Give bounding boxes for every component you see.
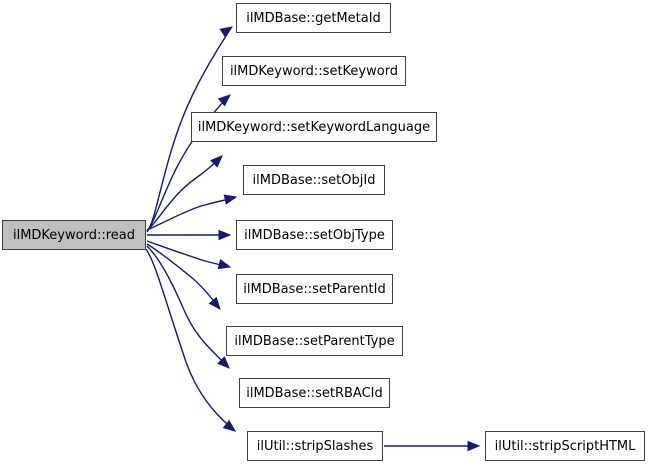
graph-node-label: ilMDBase::setObjType [244, 227, 385, 243]
arrowhead-icon [223, 194, 238, 205]
call-edge [146, 197, 236, 231]
graph-node-label: ilMDBase::setParentType [234, 333, 395, 349]
graph-node-stripSlashes[interactable]: ilUtil::stripSlashes [247, 431, 383, 461]
graph-node-setParentId[interactable]: ilMDBase::setParentId [236, 274, 393, 304]
graph-node-label: ilMDBase::setRBACId [246, 385, 383, 401]
graph-node-root[interactable]: ilMDKeyword::read [2, 220, 146, 250]
graph-node-label: ilMDKeyword::setKeywordLanguage [197, 119, 431, 135]
graph-node-label: ilMDBase::setParentId [243, 281, 386, 297]
graph-node-setObjType[interactable]: ilMDBase::setObjType [236, 220, 393, 250]
arrowhead-icon [222, 419, 237, 432]
graph-node-setKeyword[interactable]: ilMDKeyword::setKeyword [222, 56, 406, 86]
call-edge [146, 240, 230, 268]
arrowhead-icon [217, 94, 231, 107]
call-edge [146, 245, 229, 368]
graph-node-label: ilMDKeyword::setKeyword [229, 63, 399, 79]
graph-node-label: ilMDKeyword::read [12, 227, 135, 243]
graph-node-setRBACId[interactable]: ilMDBase::setRBACId [239, 378, 390, 408]
graph-node-stripScriptHTML[interactable]: ilUtil::stripScriptHTML [485, 431, 645, 461]
call-edge [146, 243, 220, 309]
arrowhead-icon [208, 296, 221, 311]
arrowhead-icon [467, 440, 481, 452]
arrowhead-icon [217, 356, 230, 369]
graph-node-label: ilUtil::stripScriptHTML [494, 438, 636, 454]
graph-node-setKeywordLanguage[interactable]: ilMDKeyword::setKeywordLanguage [191, 112, 437, 142]
graph-node-setParentType[interactable]: ilMDBase::setParentType [226, 326, 403, 356]
arrowhead-icon [217, 258, 232, 270]
arrowhead-icon [210, 155, 223, 168]
graph-node-getMetaId[interactable]: ilMDBase::getMetaId [236, 3, 391, 33]
call-edge [145, 248, 235, 431]
graph-node-label: ilUtil::stripSlashes [256, 438, 374, 454]
arrowhead-icon [219, 26, 234, 38]
graph-node-setObjId[interactable]: ilMDBase::setObjId [243, 165, 385, 195]
call-edge [146, 156, 222, 232]
graph-node-label: ilMDBase::setObjId [252, 172, 376, 188]
graph-node-label: ilMDBase::getMetaId [246, 10, 381, 26]
arrowhead-icon [218, 229, 232, 241]
